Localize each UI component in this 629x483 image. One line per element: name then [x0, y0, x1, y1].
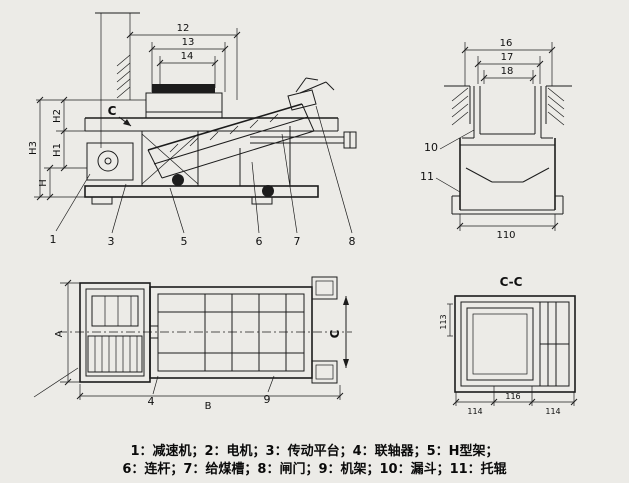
callout-9: 9 — [264, 393, 271, 406]
dim-label-17: 17 — [501, 52, 514, 63]
callout-1: 1 — [50, 233, 57, 246]
section-marker-c: C — [108, 104, 117, 118]
section-arrow-icon — [123, 119, 131, 126]
section-title: C-C — [500, 275, 523, 289]
section-marker-c2: C — [328, 329, 342, 338]
dim-label-14: 14 — [181, 51, 194, 62]
dim-label-a: A — [54, 330, 65, 337]
callout-8: 8 — [349, 235, 356, 248]
caption-line-1: 1：减速机；2：电机；3：传动平台；4：联轴器；5：H型架； — [130, 444, 499, 459]
callout-5: 5 — [181, 235, 188, 248]
dim-label-13: 13 — [182, 37, 195, 48]
callout-10: 10 — [424, 141, 438, 154]
dim-label-h3: H3 — [28, 141, 39, 155]
motor-block — [152, 84, 215, 93]
mount-pad — [311, 360, 338, 384]
gate — [287, 77, 335, 111]
section-view-cc: C-C 113 114 116 114 — [439, 275, 576, 416]
base-frame — [84, 185, 319, 198]
roller-icon — [262, 185, 274, 197]
dimension-ticks — [36, 31, 578, 406]
callout-7: 7 — [294, 235, 301, 248]
dim-label-12: 12 — [177, 23, 190, 34]
callout-3: 3 — [108, 235, 115, 248]
reducer-outline — [86, 142, 134, 181]
section-arrow-icon — [343, 296, 349, 305]
caption-line-2: 6：连杆；7：给煤槽；8：闸门；9：机架；10：漏斗；11：托辊 — [122, 462, 507, 477]
dim-label-113: 113 — [439, 314, 448, 329]
callout-6: 6 — [256, 235, 263, 248]
parts-caption: 1：减速机；2：电机；3：传动平台；4：联轴器；5：H型架； 6：连杆；7：给煤… — [0, 443, 629, 479]
dim-label-110: 110 — [496, 230, 515, 241]
trough-section — [451, 138, 564, 215]
plan-view: A C B 4 9 — [33, 276, 352, 412]
section-arrow-icon — [343, 359, 349, 368]
end-view: 16 17 18 — [420, 38, 572, 241]
hatch-wall-left-icon — [116, 54, 131, 99]
connecting-rod — [250, 131, 357, 149]
dim-label-h2: H2 — [52, 109, 63, 123]
mount-pad — [311, 276, 338, 300]
dim-label-114-left: 114 — [467, 407, 482, 416]
roller-icon — [172, 174, 184, 186]
technical-drawing-canvas: 12 13 14 — [28, 12, 578, 416]
dim-label-b: B — [205, 401, 212, 412]
side-view: 12 13 14 — [28, 12, 357, 248]
hatch-wall-icon — [451, 87, 565, 126]
dim-label-16: 16 — [500, 38, 513, 49]
callout-4: 4 — [148, 395, 155, 408]
plan-main-body — [149, 286, 313, 379]
dim-label-h1: H1 — [52, 143, 63, 157]
dim-label-18: 18 — [501, 66, 514, 77]
hopper — [462, 86, 553, 139]
callout-11: 11 — [420, 170, 434, 183]
plan-drive-block — [79, 282, 151, 383]
feeding-trough — [147, 103, 315, 186]
h-frame — [136, 131, 204, 187]
dim-label-116: 116 — [505, 392, 520, 401]
dim-label-h: H — [38, 179, 49, 187]
dim-label-114-right: 114 — [545, 407, 560, 416]
